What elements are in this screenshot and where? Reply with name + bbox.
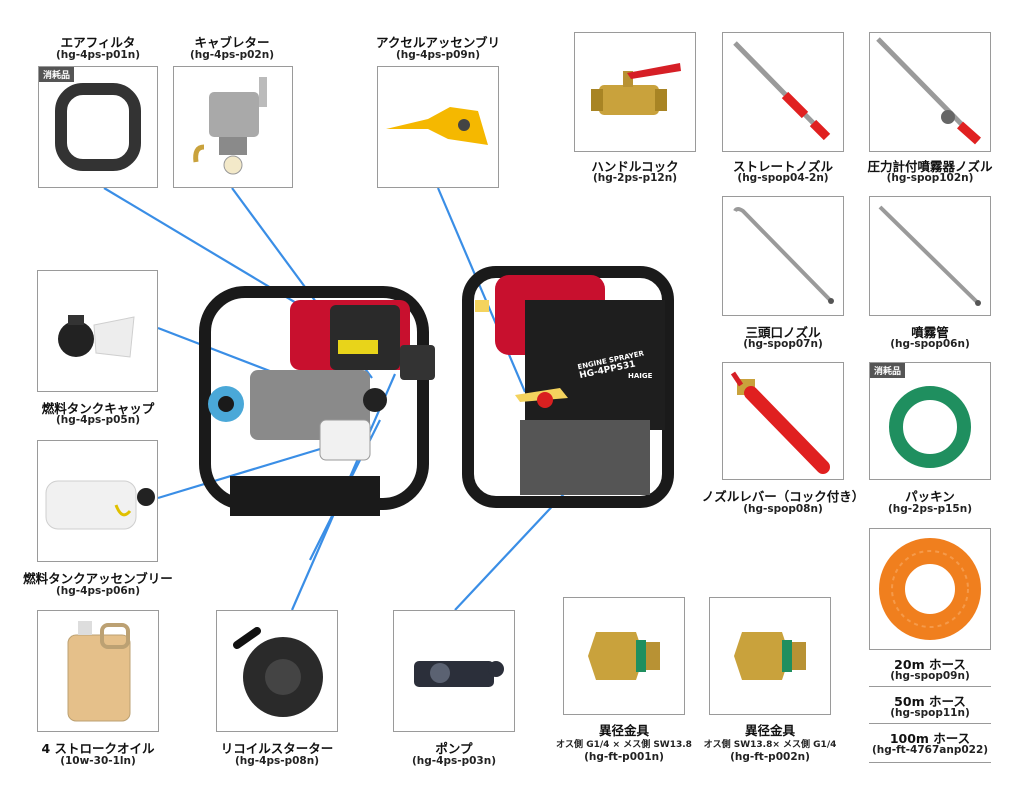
straight-nozzle-icon bbox=[733, 41, 831, 141]
part-title-carburetor: キャブレター bbox=[194, 35, 270, 50]
sprayer-side-illustration bbox=[199, 286, 435, 516]
part-code-air-filter: (hg-4ps-p01n) bbox=[56, 49, 140, 61]
part-title-handle-cock: ハンドルコック bbox=[591, 159, 679, 174]
part-code-accel: (hg-4ps-p09n) bbox=[396, 49, 480, 61]
recoil-starter-icon bbox=[233, 627, 323, 717]
part-image-accel[interactable] bbox=[377, 66, 499, 188]
packing-ring-icon bbox=[889, 386, 971, 468]
part-title-hose-20: 20m ホース bbox=[894, 657, 966, 672]
part-code-hose-50: (hg-spop11n) bbox=[890, 707, 970, 719]
part-title-fuel-cap: 燃料タンクキャップ bbox=[41, 401, 155, 416]
part-image-handle-cock[interactable] bbox=[574, 32, 696, 152]
part-title-fuel-tank: 燃料タンクアッセンブリー bbox=[23, 571, 173, 586]
part-image-spray-pipe[interactable] bbox=[869, 196, 991, 316]
part-image-carburetor[interactable] bbox=[173, 66, 293, 188]
part-image-fuel-tank[interactable] bbox=[37, 440, 158, 562]
nozzle-lever-icon bbox=[730, 371, 830, 474]
part-code-gauge-nozzle: (hg-spop102n) bbox=[886, 172, 974, 184]
part-title-pump: ポンプ bbox=[435, 741, 473, 756]
oil-bottle-icon bbox=[67, 621, 131, 722]
pump-icon bbox=[414, 661, 504, 687]
part-image-gauge-nozzle[interactable] bbox=[869, 32, 991, 152]
part-code-fitting-1: (hg-ft-p001n) bbox=[584, 751, 664, 763]
fuel-cap-icon bbox=[58, 315, 135, 358]
consumable-badge: 消耗品 bbox=[870, 363, 906, 378]
part-spec-fitting-2: オス側 SW13.8× メス側 G1/4 bbox=[703, 740, 837, 750]
part-title-packing: パッキン bbox=[905, 489, 955, 504]
leader-oil bbox=[309, 419, 381, 561]
part-code-hose-100: (hg-ft-4767anp022) bbox=[871, 744, 989, 756]
leader-pump bbox=[454, 465, 591, 611]
leader-carburetor bbox=[231, 187, 373, 379]
part-image-nozzle-lever[interactable] bbox=[722, 362, 844, 480]
part-code-hose-20: (hg-spop09n) bbox=[890, 670, 970, 682]
part-image-oil[interactable] bbox=[37, 610, 159, 732]
part-code-oil: (10w-30-1ln) bbox=[60, 755, 136, 767]
part-code-triple-nozzle: (hg-spop07n) bbox=[743, 338, 823, 350]
sprayer-front-illustration bbox=[462, 266, 674, 508]
part-image-fitting-1[interactable] bbox=[563, 597, 685, 715]
part-code-packing: (hg-2ps-p15n) bbox=[888, 503, 972, 515]
part-code-pump: (hg-4ps-p03n) bbox=[412, 755, 496, 767]
part-image-recoil[interactable] bbox=[216, 610, 338, 732]
divider bbox=[869, 762, 991, 763]
product-brand: HAIGE bbox=[628, 372, 653, 380]
part-code-recoil: (hg-4ps-p08n) bbox=[235, 755, 319, 767]
part-image-packing[interactable]: 消耗品 bbox=[869, 362, 991, 480]
fitting-icon bbox=[588, 632, 660, 680]
part-code-spray-pipe: (hg-spop06n) bbox=[890, 338, 970, 350]
part-code-fuel-tank: (hg-4ps-p06n) bbox=[56, 585, 140, 597]
part-code-straight-nozzle: (hg-spop04-2n) bbox=[737, 172, 829, 184]
part-image-straight-nozzle[interactable] bbox=[722, 32, 844, 152]
spray-pipe-icon bbox=[878, 205, 981, 306]
part-title-recoil: リコイルスターター bbox=[220, 741, 334, 756]
triple-nozzle-icon bbox=[733, 207, 834, 304]
part-code-fitting-2: (hg-ft-p002n) bbox=[730, 751, 810, 763]
air-filter-icon bbox=[55, 83, 141, 171]
part-image-fuel-cap[interactable] bbox=[37, 270, 158, 392]
gauge-nozzle-icon bbox=[876, 37, 981, 145]
leader-fuel-tank bbox=[157, 438, 351, 500]
part-image-air-filter[interactable]: 消耗品 bbox=[38, 66, 158, 188]
divider bbox=[869, 723, 991, 724]
leader-recoil bbox=[290, 373, 397, 611]
ball-valve-icon bbox=[591, 63, 681, 115]
part-image-triple-nozzle[interactable] bbox=[722, 196, 844, 316]
accel-lever-icon bbox=[386, 107, 488, 145]
part-title-air-filter: エアフィルタ bbox=[60, 35, 136, 50]
part-code-nozzle-lever: (hg-spop08n) bbox=[743, 503, 823, 515]
hose-coil-icon bbox=[879, 538, 981, 640]
part-title-accel: アクセルアッセンブリ bbox=[375, 35, 501, 50]
carburetor-icon bbox=[193, 77, 267, 175]
part-title-fitting-2: 異径金具 bbox=[744, 723, 796, 738]
part-title-hose-100: 100m ホース bbox=[889, 731, 971, 746]
part-title-fitting-1: 異径金具 bbox=[598, 723, 650, 738]
part-image-pump[interactable] bbox=[393, 610, 515, 732]
leader-fuel-cap bbox=[157, 326, 367, 410]
leader-accel bbox=[436, 187, 527, 393]
part-image-fitting-2[interactable] bbox=[709, 597, 831, 715]
part-title-straight-nozzle: ストレートノズル bbox=[732, 159, 834, 174]
part-title-hose-50: 50m ホース bbox=[894, 694, 966, 709]
part-code-carburetor: (hg-4ps-p02n) bbox=[190, 49, 274, 61]
part-image-hose[interactable] bbox=[869, 528, 991, 650]
part-title-spray-pipe: 噴霧管 bbox=[911, 325, 949, 340]
part-code-handle-cock: (hg-2ps-p12n) bbox=[593, 172, 677, 184]
fuel-tank-icon bbox=[45, 480, 155, 530]
divider bbox=[869, 686, 991, 687]
consumable-badge: 消耗品 bbox=[39, 67, 75, 82]
part-spec-fitting-1: オス側 G1/4 × メス側 SW13.8 bbox=[556, 740, 692, 750]
fitting-icon bbox=[734, 632, 806, 680]
part-code-fuel-cap: (hg-4ps-p05n) bbox=[56, 414, 140, 426]
part-title-oil: 4 ストロークオイル bbox=[41, 741, 155, 756]
part-title-triple-nozzle: 三頭口ノズル bbox=[745, 325, 821, 340]
part-title-gauge-nozzle: 圧力計付噴霧器ノズル bbox=[867, 159, 993, 174]
part-title-nozzle-lever: ノズルレバー（コック付き） bbox=[701, 489, 865, 504]
